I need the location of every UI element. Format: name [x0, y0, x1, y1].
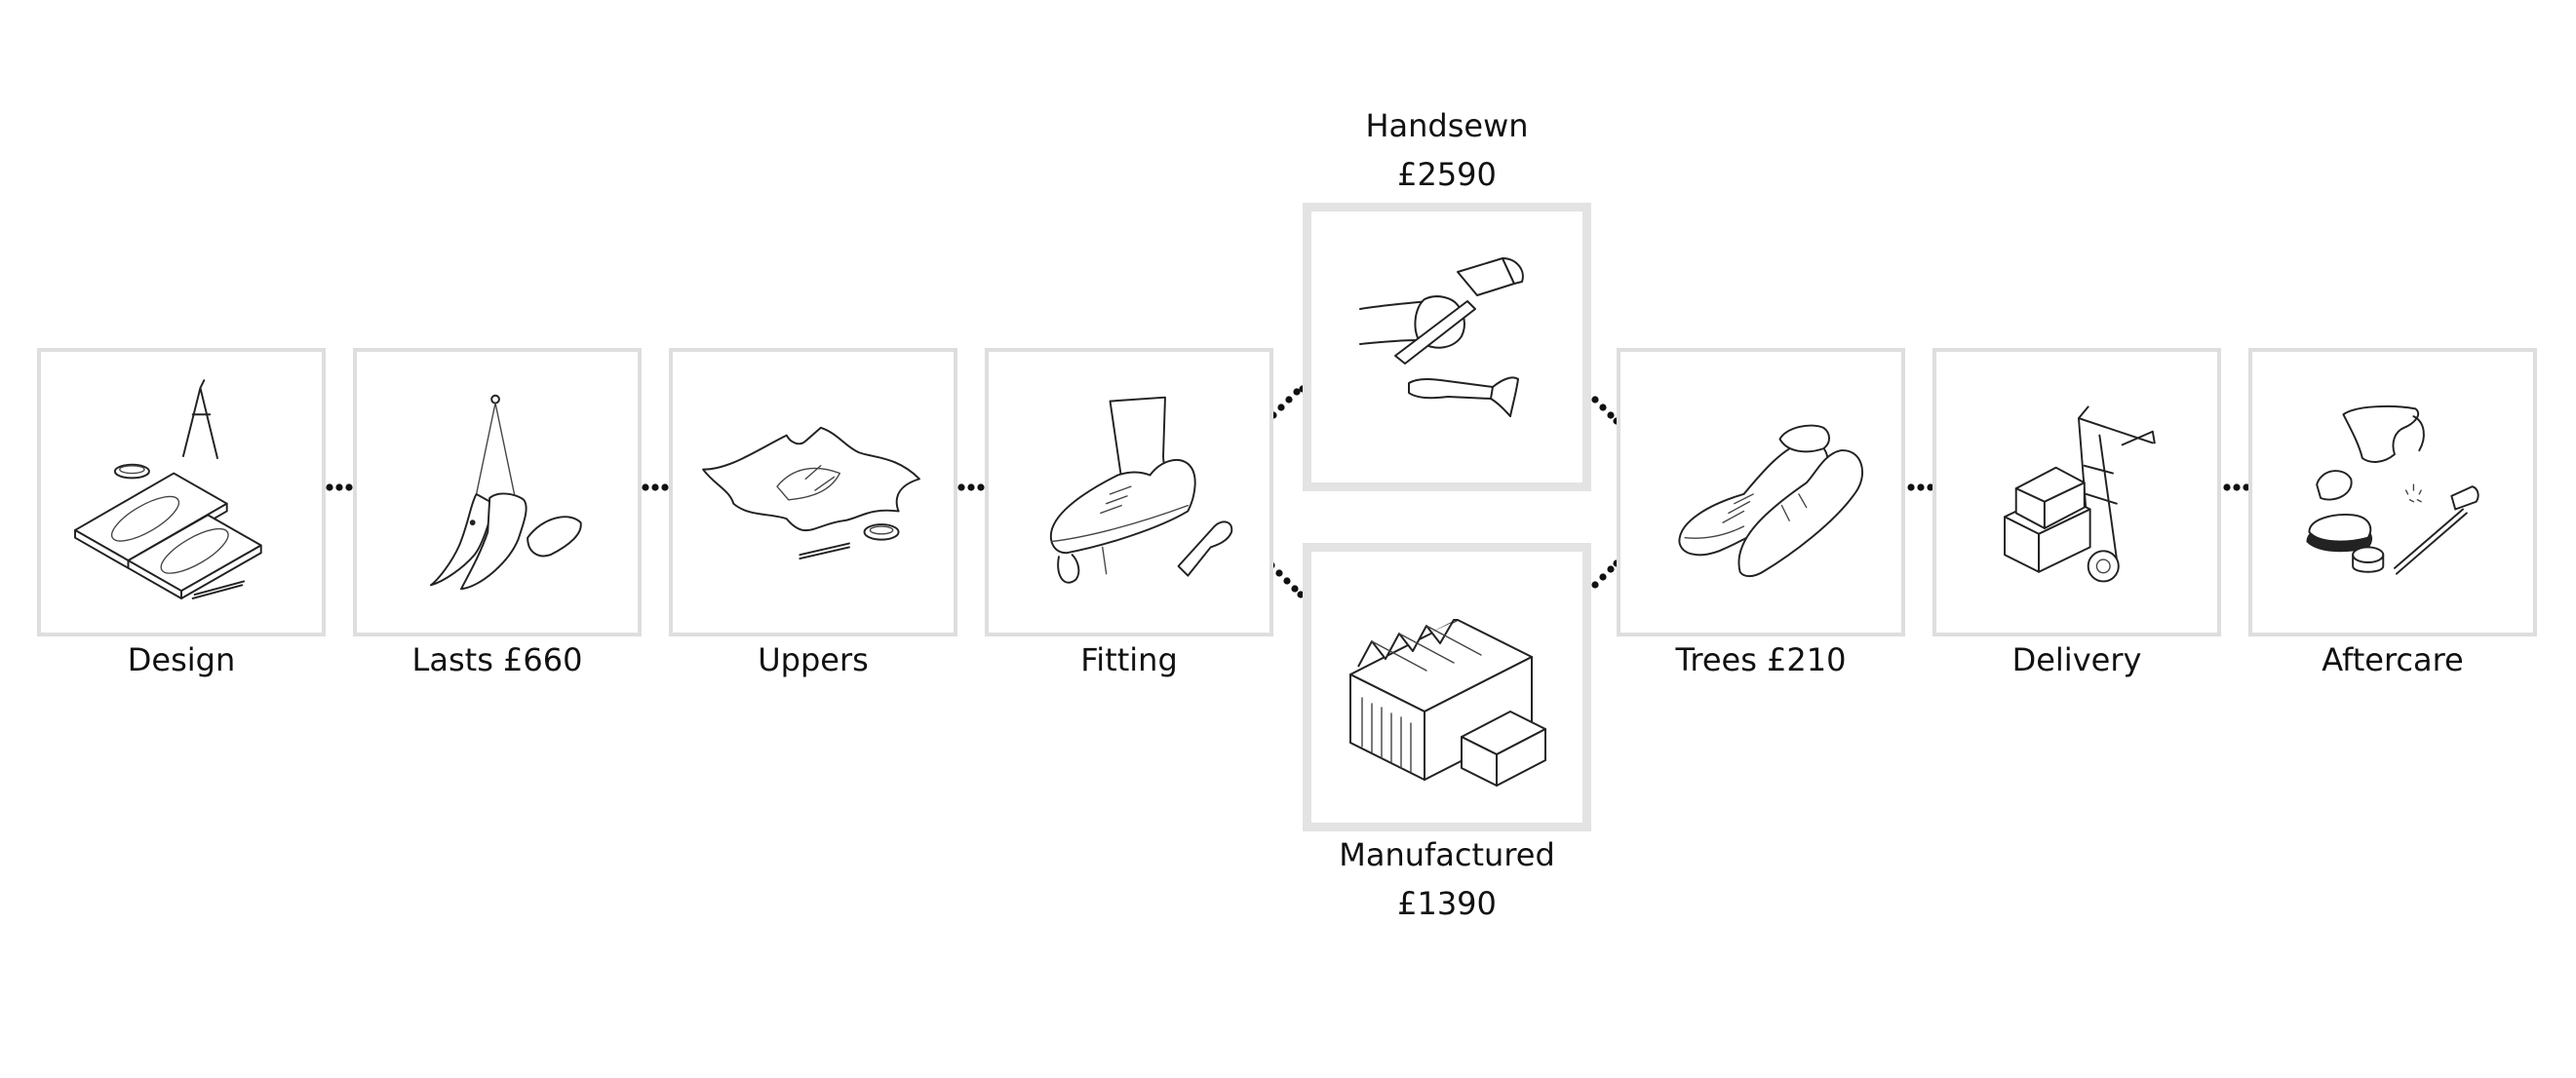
- manufactured-title: Manufactured: [1339, 836, 1555, 873]
- shoe-tree-icon: [1678, 424, 1864, 578]
- step-trees: [1617, 348, 1905, 636]
- factory-icon: [1349, 619, 1546, 787]
- step-label-trees: Trees £210: [1675, 641, 1847, 678]
- manufactured-price: £1390: [1397, 885, 1497, 922]
- step-label-uppers: Uppers: [758, 641, 869, 678]
- step-fitting: [985, 348, 1273, 636]
- step-label-delivery: Delivery: [2011, 641, 2142, 678]
- step-label-manufactured: Manufactured £1390: [1303, 830, 1591, 928]
- step-label-fitting: Fitting: [1080, 641, 1178, 678]
- handsewn-price: £2590: [1397, 156, 1497, 193]
- step-manufactured: [1303, 543, 1591, 831]
- leather-upper-icon: [702, 426, 920, 560]
- step-handsewn: [1303, 203, 1591, 491]
- step-lasts: [353, 348, 642, 636]
- step-label-design: Design: [127, 641, 236, 678]
- hand-truck-icon: [2004, 405, 2156, 583]
- step-uppers: [669, 348, 957, 636]
- step-design: [37, 348, 326, 636]
- pattern-design-icon: [74, 379, 262, 599]
- hammer-hand-icon: [1359, 257, 1524, 417]
- shoe-last-icon: [429, 394, 582, 591]
- handsewn-title: Handsewn: [1365, 107, 1529, 144]
- step-label-lasts: Lasts £660: [411, 641, 583, 678]
- step-aftercare: [2248, 348, 2537, 636]
- step-delivery: [1932, 348, 2221, 636]
- step-label-aftercare: Aftercare: [2322, 641, 2464, 678]
- step-label-handsewn: Handsewn £2590: [1303, 101, 1591, 199]
- fitting-shoe-icon: [1049, 396, 1233, 584]
- shoe-care-icon: [2306, 405, 2479, 575]
